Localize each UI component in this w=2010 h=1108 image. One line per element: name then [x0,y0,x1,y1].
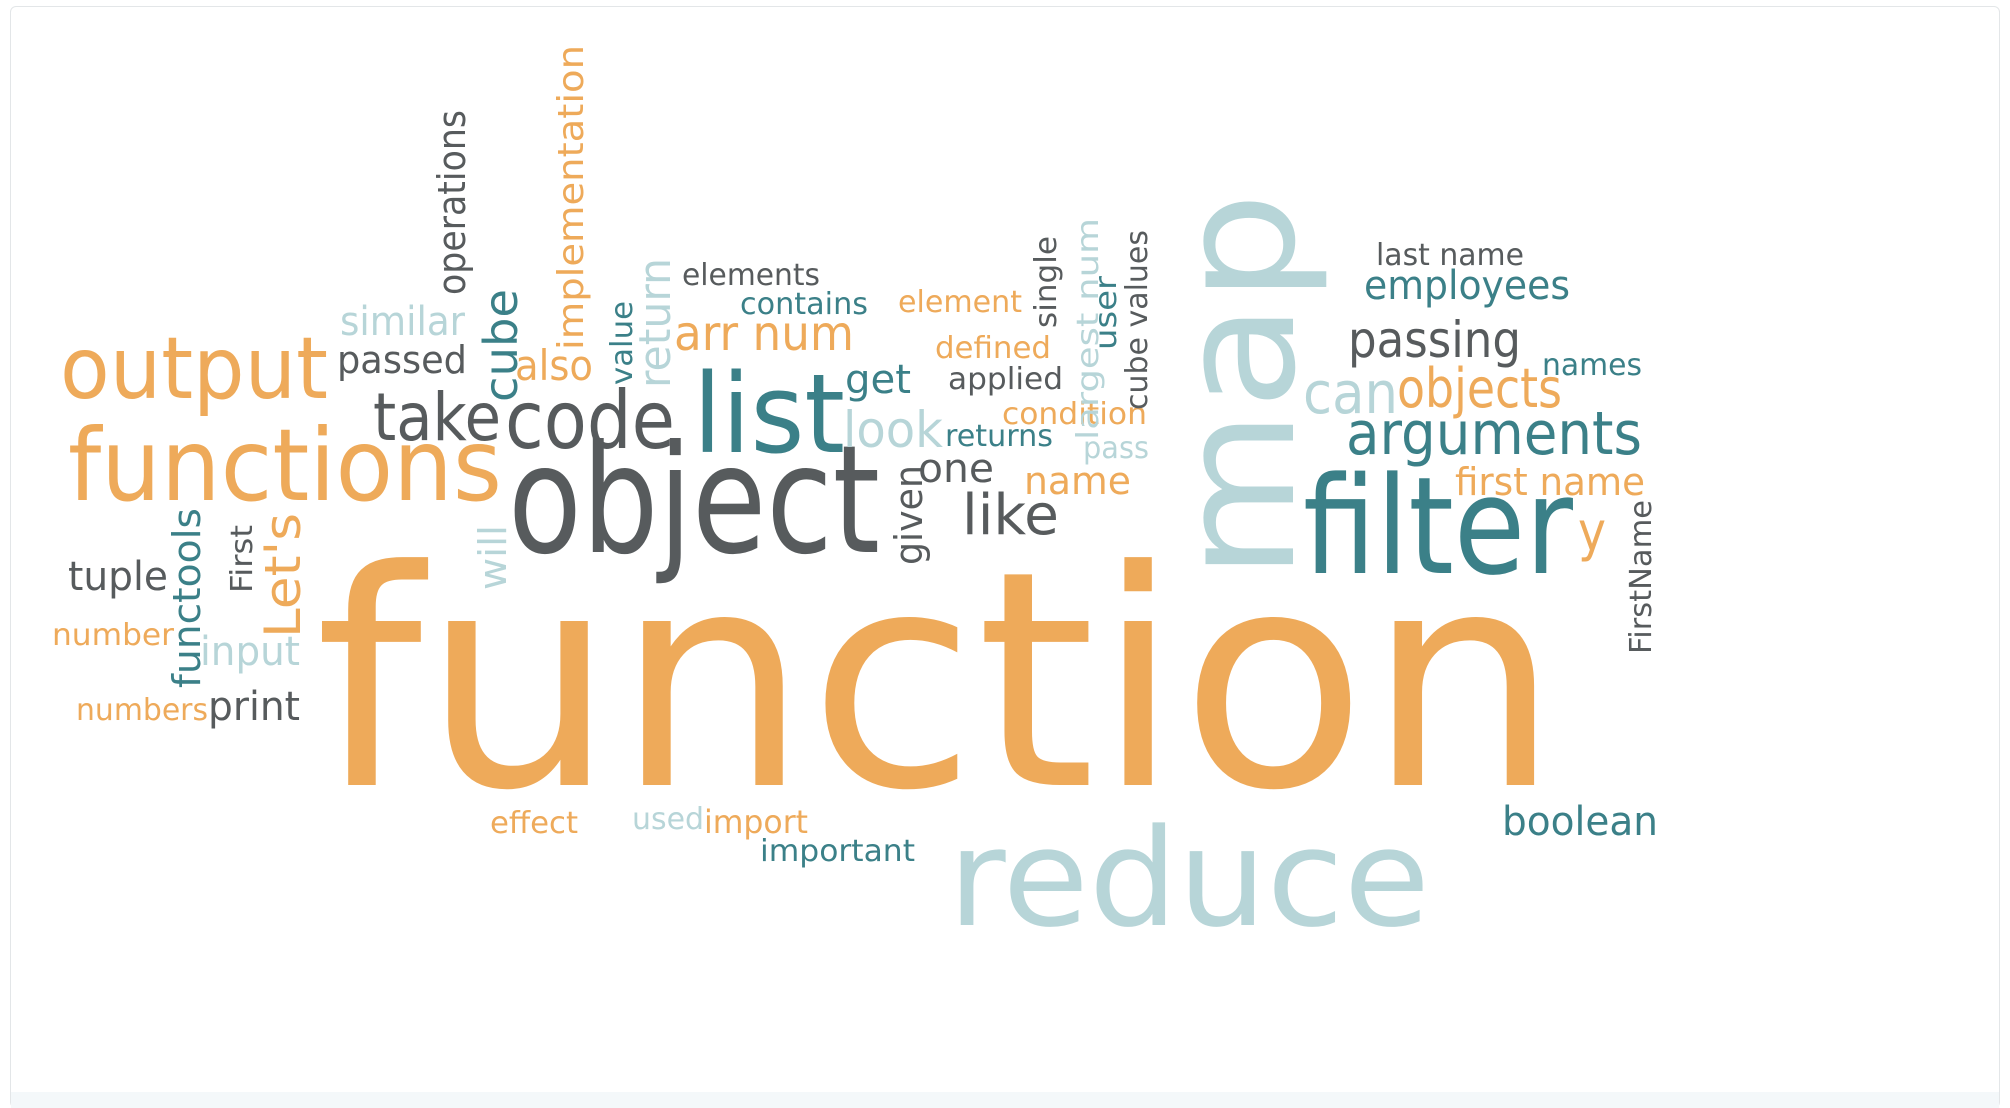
word-name: name [1024,459,1131,503]
word-numbers: numbers [76,693,208,728]
word-given: given [887,465,931,565]
word-filter: filter [1303,448,1573,605]
word-arguments: arguments [1346,399,1642,469]
word-similar: similar [340,299,466,345]
word-arr-num: arr num [674,306,854,362]
word-map: map [1144,192,1331,580]
word-firstname: FirstName [1624,500,1659,654]
word-look: look [843,401,943,459]
word-implementation: implementation [551,45,592,350]
word-condition: condition [1002,397,1147,432]
word-y: y [1578,500,1606,563]
word-code: code [505,374,675,467]
word-return: return [630,258,681,388]
word-last-name: last name [1376,238,1524,273]
word-defined: defined [935,331,1051,366]
word-pass: pass [1083,431,1149,466]
word-object: object [508,414,880,588]
word-tuple: tuple [68,554,168,600]
word-passing: passing [1348,311,1521,369]
card-footer-strip [11,1092,1999,1108]
word-list: list [693,350,845,478]
word-first: First [225,525,260,593]
word-output: output [60,319,328,419]
word-single: single [1029,236,1064,328]
word-input: input [200,629,300,675]
word-can: can [1303,359,1398,427]
word-objects: objects [1397,357,1562,420]
word-effect: effect [490,806,578,841]
word-employees: employees [1364,263,1570,309]
word-number: number [52,618,175,653]
word-user: user [1089,275,1124,350]
word-will: will [471,525,515,590]
word-also: also [515,341,593,390]
word-get: get [845,357,911,403]
word-take: take [373,379,501,456]
word-names: names [1542,348,1642,383]
word-print: print [208,684,300,730]
word-returns: returns [945,419,1053,454]
word-elements: elements [682,258,820,293]
word-first-name: first name [1455,460,1645,504]
word-passed: passed [337,338,467,382]
word-cloud-card [10,6,2000,1108]
word-import: import [704,803,808,841]
word-functions: functions [68,407,502,524]
word-value: value [605,301,640,385]
word-contains: contains [740,287,868,322]
word-used: used [632,802,704,837]
word-important: important [760,834,915,869]
word-cube-values: cube values [1120,230,1155,410]
word-one: one [918,446,994,492]
word-largest-num: largest num [1071,218,1106,440]
word-reduce: reduce [948,800,1430,957]
word-like: like [962,483,1059,548]
word-applied: applied [948,362,1063,397]
word-functools: functools [165,508,209,688]
word-element: element [898,285,1022,320]
word-cube: cube [474,289,528,402]
word-lets: Let's [254,513,312,638]
word-boolean: boolean [1502,799,1658,845]
word-operations: operations [430,110,474,295]
word-function: function [315,507,1560,856]
